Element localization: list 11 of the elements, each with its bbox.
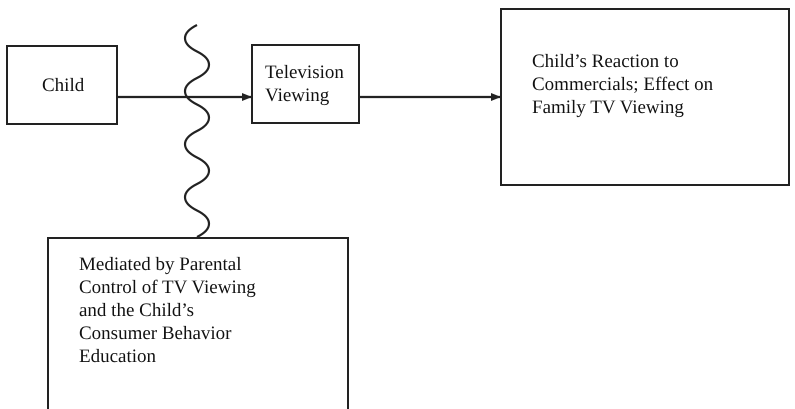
- arrow: [360, 93, 501, 101]
- box-label: Mediated by Parental Control of TV Viewing and the Child’s Consumer Behavior Education: [79, 253, 257, 368]
- box-label: Television Viewing: [265, 61, 345, 107]
- wavy-line: [184, 24, 210, 238]
- box-label: Child: [42, 74, 84, 96]
- process-box: [6, 45, 118, 125]
- process-box: [251, 44, 360, 124]
- process-box: [47, 237, 349, 409]
- arrow: [118, 93, 252, 101]
- box-label: Child’s Reaction to Commercials; Effect on Family TV Viewing: [532, 50, 714, 118]
- process-box: [500, 8, 790, 186]
